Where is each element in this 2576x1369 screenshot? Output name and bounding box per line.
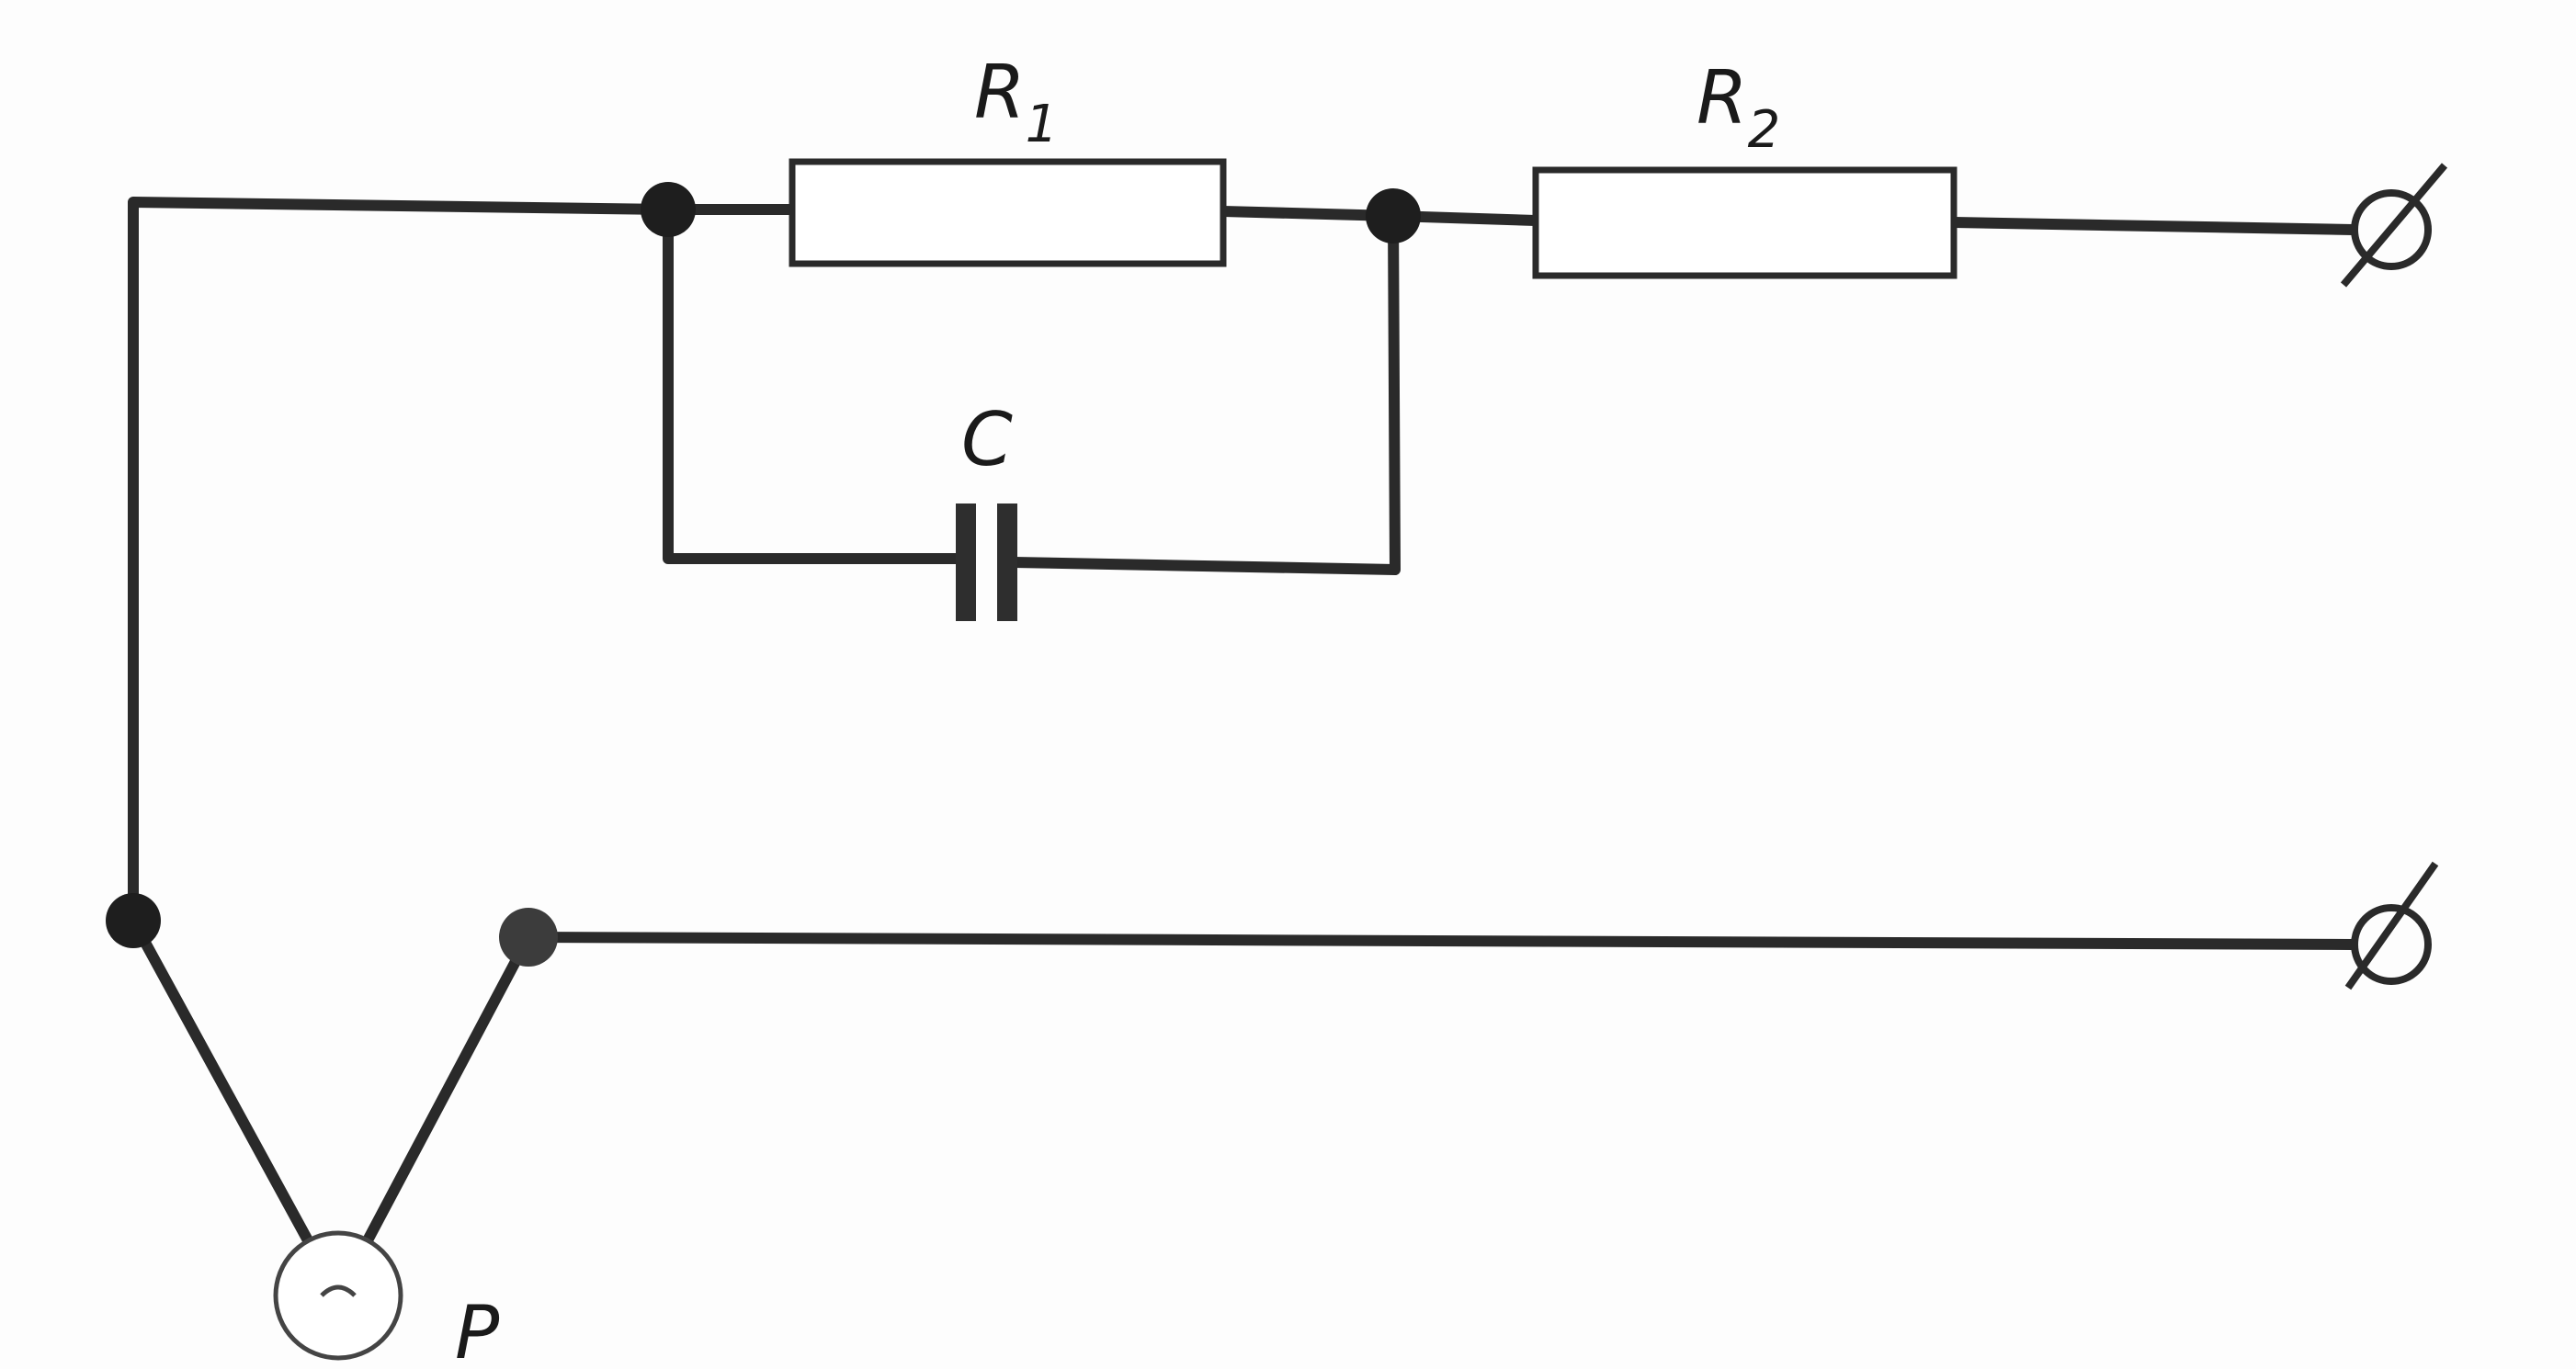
label-P: P [455,1290,500,1369]
wire-left-vertical [128,197,674,926]
wire-R2-terminal [1948,217,2358,235]
wire-cap-left [663,204,965,564]
capacitor-plate-left [956,503,976,621]
capacitor-plate-right [997,503,1017,621]
wire-cap-right [1008,210,1401,575]
wire-R1-nodeB [1218,206,1399,221]
junction-node-d [499,908,558,967]
wire-sensor-left-leg [128,915,313,1246]
label-C: C [961,397,1013,482]
junction-node-a [641,182,696,237]
sensor-element [273,1230,403,1361]
resistor-R2 [1532,166,1958,279]
junction-node-b [1366,188,1421,243]
wire-bottom-rail [523,932,2358,950]
wire-sensor-right-leg [362,932,534,1246]
terminal-bottom [2344,861,2439,990]
label-R1: R1 [974,50,1058,154]
resistor-R1 [789,158,1227,267]
label-R2: R2 [1697,55,1780,160]
terminal-top [2340,163,2448,288]
junction-node-c [106,893,161,948]
